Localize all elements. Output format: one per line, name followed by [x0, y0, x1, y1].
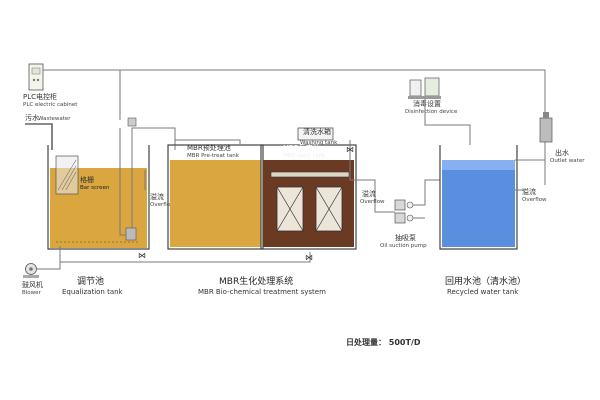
overflow-right-en: Overflow [522, 197, 547, 203]
recycled-label-en: Recycled water tank [447, 288, 519, 296]
disinfection-label-en: Disinfection device [405, 109, 458, 115]
wastewater-label-cn: 污水 [25, 113, 39, 122]
mbr-react-tank [260, 144, 357, 250]
plc-label-en: PLC electric cabinet [23, 102, 78, 108]
mbr-system-label-en: MBR Bio-chemical treatment system [198, 288, 326, 296]
washing-label-en: Washing tank [300, 140, 338, 146]
equalization-label-cn: 调节池 [77, 275, 104, 287]
washing-label-cn: 清洗水箱 [303, 127, 331, 136]
bar-screen-label-cn: 格栅 [80, 175, 94, 184]
valve-icon [127, 117, 137, 127]
outlet-pump-icon [539, 112, 553, 143]
overflow-left-en: Overflow [150, 202, 175, 208]
overflow-left-cn: 溢流 [150, 192, 164, 201]
washing-tank [297, 127, 334, 141]
suction-pump-label-cn: 抽吸泵 [395, 233, 416, 242]
react-label-cn: MBR反应池 [283, 143, 320, 152]
permeate-pipe [349, 140, 395, 213]
pretreat-label-cn: MBR预处理池 [187, 143, 231, 152]
plc-label-cn: PLC电控柜 [23, 92, 57, 101]
dosing-pipe [424, 99, 471, 145]
overflow-right-cn: 溢流 [522, 187, 536, 196]
equalization-tank [47, 145, 150, 250]
wastewater-label-en: Wastewater [38, 116, 71, 122]
overflow-mid-cn: 溢流 [362, 189, 376, 198]
plc-cabinet [28, 63, 44, 91]
pretreat-sludge [170, 160, 261, 247]
return-pipe [119, 128, 126, 236]
wastewater-inlet-pipe [25, 123, 53, 150]
blower-label-cn: 鼓风机 [22, 280, 43, 289]
drain-valve-icon: ⋈ [138, 251, 146, 260]
recycled-water-tank [439, 145, 518, 250]
disinfection-device [408, 77, 441, 99]
lift-pipe [131, 127, 176, 228]
lift-pump-icon [125, 227, 137, 241]
pretreat-label-en: MBR Pre-treat tank [187, 153, 240, 159]
disinfection-label-cn: 消毒设置 [413, 99, 441, 108]
bar-screen-label-en: Bar screen [80, 185, 110, 191]
equalization-label-en: Equalization tank [62, 288, 124, 296]
recycled-label-cn: 回用水池（清水池） [445, 275, 526, 287]
suction-pump-icon [394, 199, 414, 224]
membrane-module [276, 186, 304, 232]
permeate-valve-icon: ⋈ [346, 145, 354, 154]
overflow-mid-en: Overflow [360, 199, 385, 205]
blower-icon [23, 263, 39, 278]
outlet-label-en: Outlet water [550, 158, 585, 164]
react-label-en: MBR react tank [283, 153, 326, 159]
daily-capacity: 日处理量： 500T/D [346, 337, 421, 347]
outlet-pipe [515, 140, 546, 161]
blower-label-en: Blower [22, 290, 42, 296]
clean-water [442, 160, 515, 247]
outlet-label-cn: 出水 [555, 148, 569, 157]
membrane-module [315, 186, 343, 232]
air-valve-icon: ⋈ [305, 253, 313, 262]
air-line [37, 252, 311, 270]
suction-pump-label-en: Oil suction pump [380, 243, 427, 249]
mbr-pretreat-tank [167, 144, 264, 250]
mbr-system-label-cn: MBR生化处理系统 [219, 275, 293, 287]
